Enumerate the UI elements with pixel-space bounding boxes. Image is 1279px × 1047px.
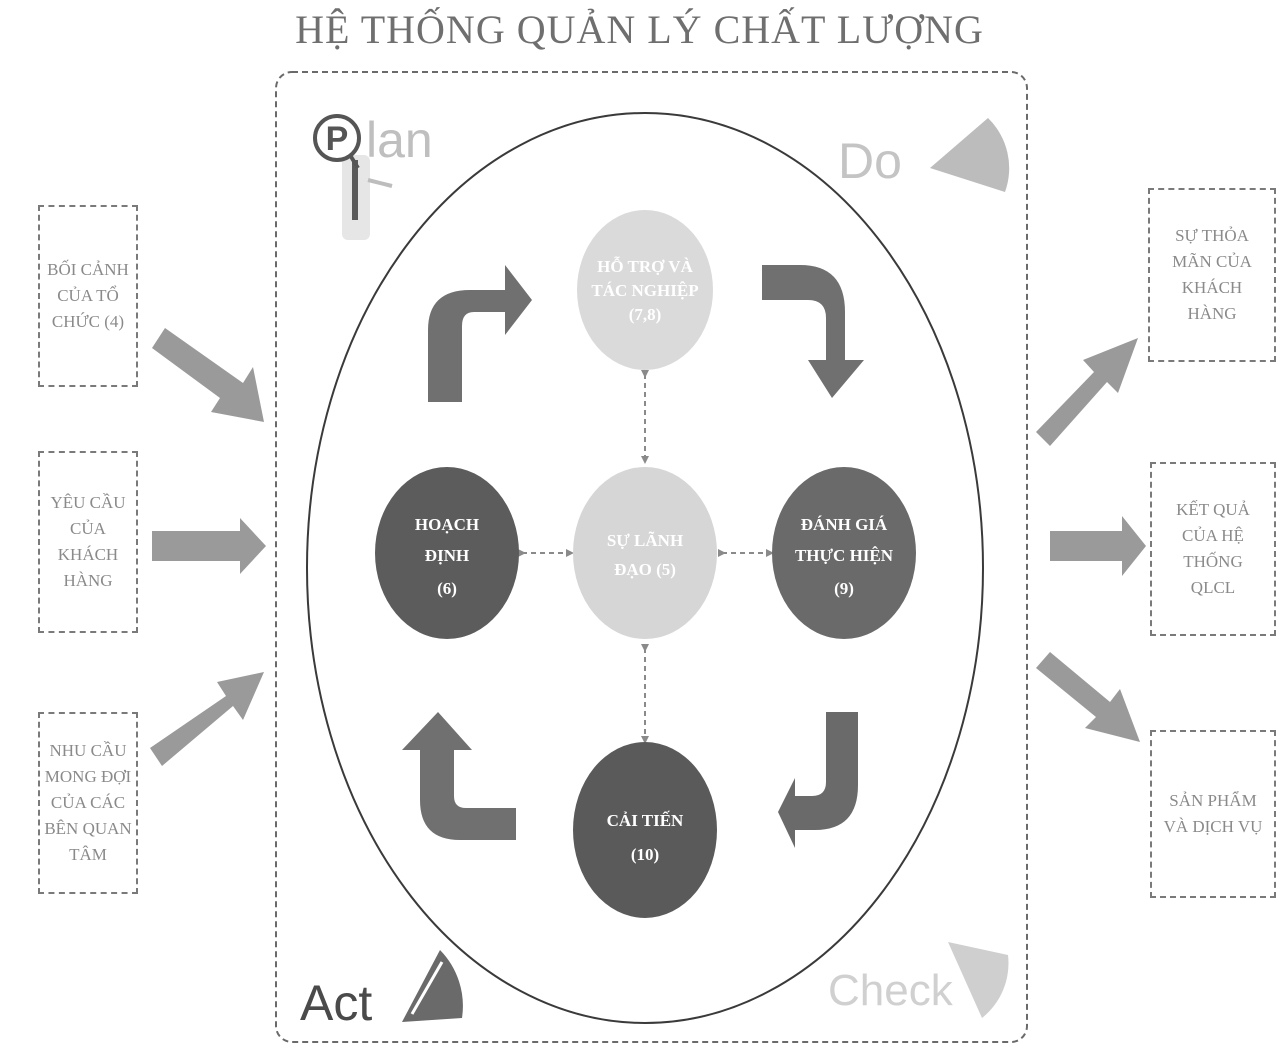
do-label: Do bbox=[838, 133, 902, 189]
flow-arrow-do-to-check bbox=[762, 265, 864, 398]
pie-slice-icon bbox=[402, 950, 463, 1022]
output-arrow-products-services bbox=[1036, 652, 1140, 742]
act-label: Act bbox=[300, 975, 372, 1031]
node-evaluation-label: THỰC HIỆN bbox=[795, 546, 894, 565]
node-evaluation-label: ĐÁNH GIÁ bbox=[801, 515, 888, 534]
node-support-label: (7,8) bbox=[629, 305, 662, 324]
output-arrow-qms-results bbox=[1050, 516, 1146, 576]
check-phase: Check bbox=[828, 942, 1009, 1018]
output-box-products-services: SẢN PHẨM VÀ DỊCH VỤ bbox=[1150, 730, 1276, 898]
output-box-label: SẢN PHẨM VÀ DỊCH VỤ bbox=[1163, 791, 1263, 836]
node-evaluation bbox=[772, 467, 916, 639]
input-box-stakeholder-needs: NHU CẦU MONG ĐỢI CỦA CÁC BÊN QUAN TÂM bbox=[38, 712, 138, 894]
pie-slice-icon bbox=[930, 118, 1010, 192]
node-planning bbox=[375, 467, 519, 639]
check-label: Check bbox=[828, 966, 954, 1015]
node-support-label: TÁC NGHIỆP bbox=[591, 281, 698, 300]
plan-label: lan bbox=[366, 112, 433, 168]
magnifier-person-icon bbox=[313, 114, 393, 240]
node-leadership-label: SỰ LÃNH bbox=[607, 531, 683, 550]
input-box-customer-requirements: YÊU CẦU CỦA KHÁCH HÀNG bbox=[38, 451, 138, 633]
flow-arrow-plan-to-do bbox=[428, 265, 532, 402]
node-support-operation bbox=[577, 210, 713, 370]
node-evaluation-label: (9) bbox=[834, 579, 854, 598]
pdca-frame bbox=[275, 71, 1028, 1043]
input-arrow-context bbox=[152, 328, 264, 422]
process-ellipse bbox=[306, 112, 984, 1024]
plan-phase: P lan bbox=[313, 112, 433, 240]
output-arrow-customer-satisfaction bbox=[1036, 338, 1138, 446]
input-box-context: BỐI CẢNH CỦA TỔ CHỨC (4) bbox=[38, 205, 138, 387]
output-box-label: KẾT QUẢ CỦA HỆ THỐNG QLCL bbox=[1176, 500, 1250, 597]
input-box-label: YÊU CẦU CỦA KHÁCH HÀNG bbox=[50, 493, 126, 590]
page-title: HỆ THỐNG QUẢN LÝ CHẤT LƯỢNG bbox=[295, 7, 984, 52]
node-planning-label: ĐỊNH bbox=[425, 546, 469, 565]
act-phase: Act bbox=[300, 950, 463, 1031]
input-box-label: BỐI CẢNH CỦA TỔ CHỨC (4) bbox=[47, 260, 129, 331]
do-phase: Do bbox=[838, 118, 1010, 192]
input-box-label: NHU CẦU MONG ĐỢI CỦA CÁC BÊN QUAN TÂM bbox=[44, 741, 132, 864]
output-box-qms-results: KẾT QUẢ CỦA HỆ THỐNG QLCL bbox=[1150, 462, 1276, 636]
flow-arrow-check-to-act bbox=[778, 712, 858, 848]
output-box-customer-satisfaction: SỰ THỎA MÃN CỦA KHÁCH HÀNG bbox=[1148, 188, 1276, 362]
node-improvement bbox=[573, 742, 717, 918]
plan-letter: P bbox=[326, 120, 349, 158]
flow-arrow-act-to-plan bbox=[402, 712, 516, 840]
pie-slice-icon bbox=[948, 942, 1009, 1018]
node-leadership-label: ĐẠO (5) bbox=[614, 560, 676, 579]
output-box-label: SỰ THỎA MÃN CỦA KHÁCH HÀNG bbox=[1172, 226, 1252, 323]
node-planning-label: HOẠCH bbox=[415, 515, 479, 534]
node-planning-label: (6) bbox=[437, 579, 457, 598]
input-arrow-customer-requirements bbox=[152, 518, 266, 574]
node-support-label: HỖ TRỢ VÀ bbox=[597, 256, 693, 276]
node-improvement-label: CẢI TIẾN bbox=[607, 811, 684, 830]
input-arrow-stakeholder-needs bbox=[150, 672, 264, 766]
node-leadership bbox=[573, 467, 717, 639]
node-improvement-label: (10) bbox=[631, 845, 659, 864]
